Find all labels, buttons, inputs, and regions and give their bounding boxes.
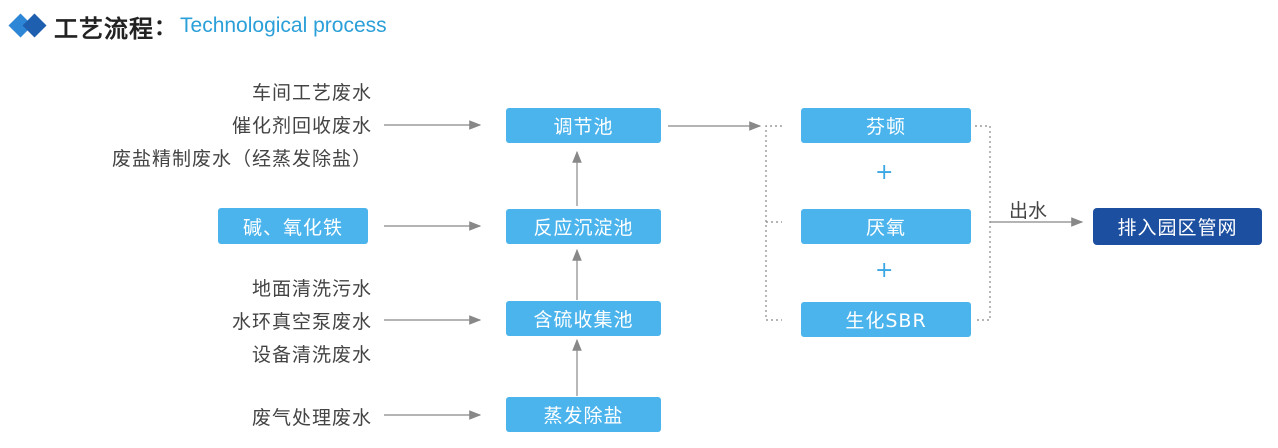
box-sbr: 生化SBR [801, 302, 971, 337]
plus-sign-2: + [875, 258, 894, 283]
box-anaerobic: 厌氧 [801, 209, 971, 244]
box-fanying: 反应沉淀池 [506, 209, 661, 244]
right-dotted-bracket [975, 125, 991, 321]
output-label: 出水 [1009, 200, 1048, 222]
source-floor-wastewater: 地面清洗污水 [251, 278, 372, 300]
box-tiaojie: 调节池 [506, 108, 661, 143]
box-hanliu: 含硫收集池 [506, 301, 661, 336]
source-catalyst-wastewater: 催化剂回收废水 [231, 115, 372, 137]
box-fenton: 芬顿 [801, 108, 971, 143]
left-dotted-bracket [765, 125, 782, 321]
box-zhengfa: 蒸发除盐 [506, 397, 661, 432]
box-discharge: 排入园区管网 [1093, 208, 1262, 245]
source-exhaust-wastewater: 废气处理废水 [251, 407, 372, 429]
title-colon: ： [154, 16, 177, 41]
source-workshop-wastewater: 车间工艺废水 [251, 82, 372, 104]
section-header: 工艺流程 ： Technological process [8, 8, 387, 44]
source-vacuum-pump-wastewater: 水环真空泵废水 [231, 311, 372, 333]
title-english: Technological process [180, 14, 387, 37]
source-salt-wastewater: 废盐精制废水（经蒸发除盐） [111, 148, 372, 170]
source-equipment-wastewater: 设备清洗废水 [251, 344, 372, 366]
plus-sign-1: + [875, 160, 894, 185]
title-chinese: 工艺流程 [54, 14, 154, 43]
reagent-box: 碱、氧化铁 [218, 208, 368, 244]
